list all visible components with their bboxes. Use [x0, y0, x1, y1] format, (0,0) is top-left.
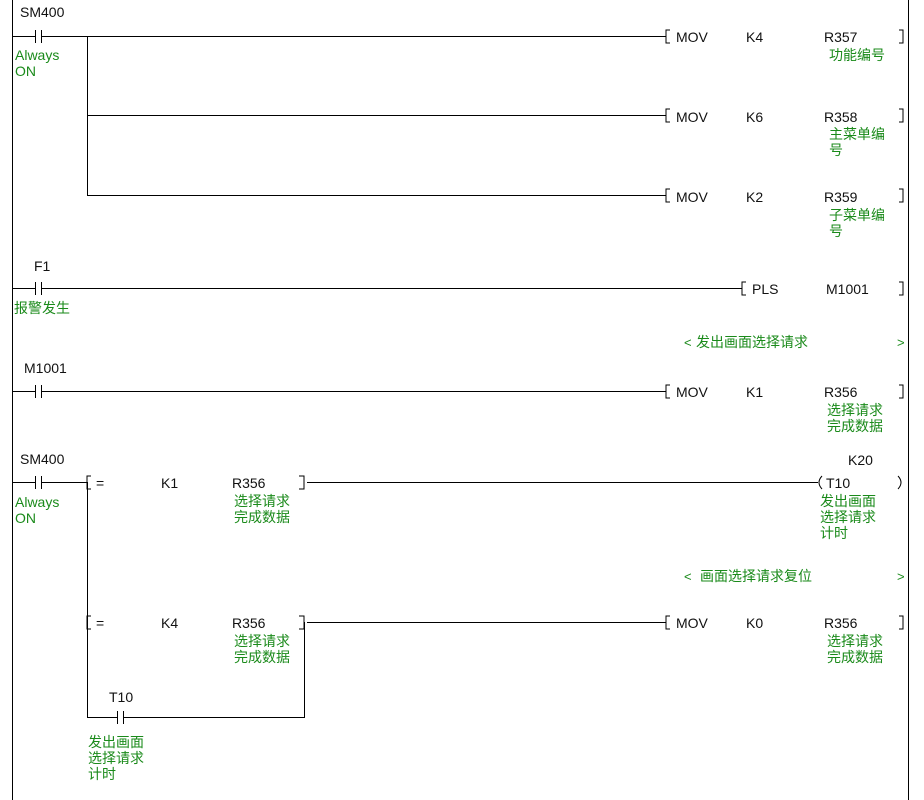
instruction-mnemonic[interactable]: MOV — [676, 615, 708, 631]
compare-operator[interactable]: = — [96, 615, 105, 631]
instruction-dest-operand[interactable]: R356 — [824, 615, 858, 631]
instruction-source-operand[interactable]: K6 — [746, 109, 764, 125]
compare-operand-b[interactable]: R356 — [232, 615, 266, 631]
compare-operand-a[interactable]: K4 — [161, 615, 179, 631]
contact-device-label[interactable]: F1 — [34, 258, 51, 274]
device-comment: 选择请求完成数据 — [827, 402, 883, 434]
compare-operand-b[interactable]: R356 — [232, 475, 266, 491]
statement-text[interactable]: 发出画面选择请求 — [696, 334, 808, 350]
contact-comment: Always ON — [15, 494, 60, 526]
statement-open-glyph: < — [684, 569, 692, 584]
contact-comment: 发出画面选择请求计时 — [88, 734, 144, 782]
timer-setting-value[interactable]: K20 — [848, 452, 873, 468]
device-comment: 发出画面选择请求计时 — [820, 493, 876, 541]
instruction-source-operand[interactable]: K0 — [746, 615, 764, 631]
statement-open-glyph: < — [684, 335, 692, 350]
contact-device-label[interactable]: SM400 — [20, 451, 65, 467]
device-comment: 子菜单编号 — [829, 207, 885, 239]
statement-text[interactable]: 画面选择请求复位 — [700, 568, 812, 584]
instruction-mnemonic[interactable]: PLS — [752, 281, 779, 297]
instruction-dest-operand[interactable]: R358 — [824, 109, 858, 125]
compare-operand-a[interactable]: K1 — [161, 475, 179, 491]
instruction-mnemonic[interactable]: MOV — [676, 189, 708, 205]
instruction-operand[interactable]: M1001 — [826, 281, 869, 297]
instruction-dest-operand[interactable]: R357 — [824, 29, 858, 45]
device-comment: 主菜单编号 — [829, 126, 885, 158]
device-comment: 选择请求完成数据 — [827, 633, 883, 665]
contact-comment: 报警发生 — [14, 300, 70, 316]
device-comment: 选择请求完成数据 — [234, 633, 290, 665]
contact-device-label[interactable]: T10 — [109, 689, 134, 705]
device-comment: 功能编号 — [829, 47, 885, 63]
contact-device-label[interactable]: SM400 — [20, 4, 65, 20]
instruction-source-operand[interactable]: K2 — [746, 189, 764, 205]
device-comment: 选择请求完成数据 — [234, 493, 290, 525]
statement-close-glyph: > — [897, 569, 905, 584]
instruction-mnemonic[interactable]: MOV — [676, 109, 708, 125]
timer-coil-device[interactable]: T10 — [826, 475, 851, 491]
instruction-mnemonic[interactable]: MOV — [676, 384, 708, 400]
instruction-source-operand[interactable]: K4 — [746, 29, 764, 45]
instruction-mnemonic[interactable]: MOV — [676, 29, 708, 45]
instruction-source-operand[interactable]: K1 — [746, 384, 764, 400]
compare-operator[interactable]: = — [96, 475, 105, 491]
instruction-dest-operand[interactable]: R359 — [824, 189, 858, 205]
statement-close-glyph: > — [897, 335, 905, 350]
instruction-dest-operand[interactable]: R356 — [824, 384, 858, 400]
contact-device-label[interactable]: M1001 — [24, 360, 67, 376]
contact-comment: Always ON — [15, 47, 60, 79]
